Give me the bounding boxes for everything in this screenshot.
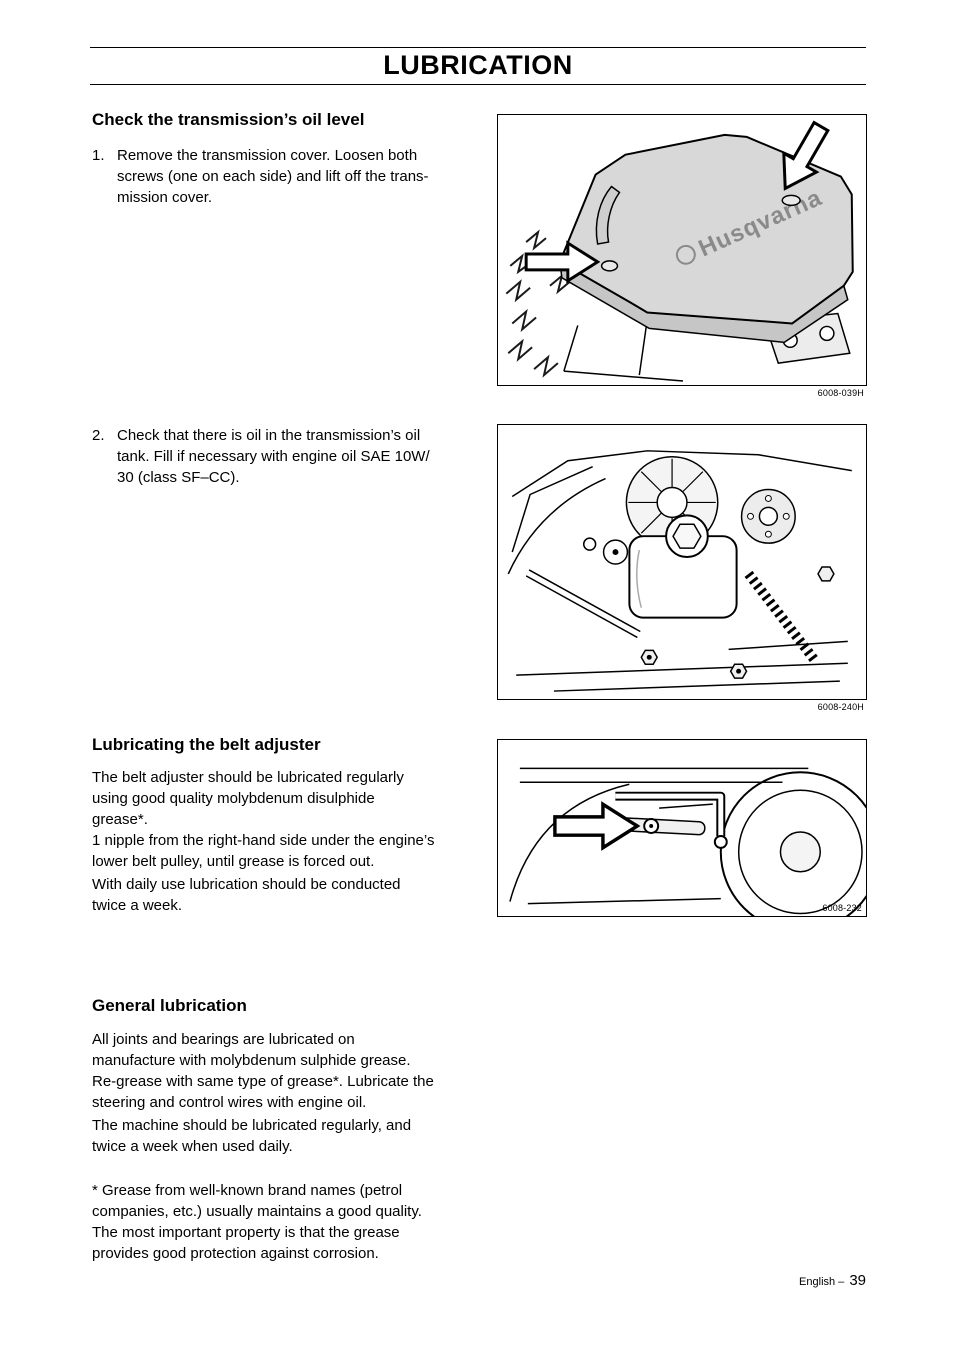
step-number: 1. xyxy=(92,147,105,164)
section-heading-belt-adjuster: Lubricating the belt adjuster xyxy=(92,735,321,754)
bolts xyxy=(640,566,835,679)
arrow-icon xyxy=(553,801,641,851)
step-text: Check that there is oil in the transmiss… xyxy=(117,427,430,486)
paragraph-belt-adjuster-1: The belt adjuster should be lubricated r… xyxy=(92,769,435,870)
hatch-marks xyxy=(505,229,571,378)
filler-cap xyxy=(672,523,702,549)
step-number: 2. xyxy=(92,427,105,444)
page-title: LUBRICATION xyxy=(383,50,573,80)
step-2: 2. Check that there is oil in the transm… xyxy=(92,425,472,488)
section-heading-general-lubrication: General lubrication xyxy=(92,996,247,1015)
screw-left xyxy=(600,260,619,272)
figure-code-label: 6008-240H xyxy=(817,702,864,712)
frame-lines xyxy=(507,450,852,692)
crown-logo-icon xyxy=(675,244,696,265)
step-1: 1. Remove the transmission cover. Loosen… xyxy=(92,145,472,208)
arrow-icon xyxy=(782,120,830,191)
paragraph-general-2: The machine should be lubricated regular… xyxy=(92,1117,412,1155)
page-footer: English – 39 xyxy=(799,1272,866,1289)
paragraph-belt-adjuster-2: With daily use lubrication should be con… xyxy=(92,876,401,914)
section-heading-transmission-oil-level: Check the transmission’s oil level xyxy=(92,110,365,129)
step-text: Remove the transmission cover. Loosen bo… xyxy=(117,147,429,206)
pulley xyxy=(740,488,796,544)
paragraph-general-1: All joints and bearings are lubricated o… xyxy=(92,1031,434,1111)
frame-lines xyxy=(509,767,809,905)
figure-belt-adjuster: 6008-232 xyxy=(497,739,867,917)
transmission-cover-illustration: Husqvarna xyxy=(505,120,854,382)
screw-right xyxy=(781,194,801,207)
paragraph-general-footnote: * Grease from well-known brand names (pe… xyxy=(92,1182,422,1262)
rear-wheel xyxy=(719,771,866,916)
oil-tank-illustration xyxy=(507,450,852,692)
oil-tank xyxy=(628,514,738,619)
transmission-cover xyxy=(558,133,854,325)
header-rule-bottom xyxy=(90,84,866,85)
footer-page-number: 39 xyxy=(849,1272,866,1289)
figure-code-label: 6008-232 xyxy=(822,903,862,913)
figure-code-label: 6008-039H xyxy=(817,388,864,398)
header-rule-top xyxy=(90,47,866,48)
belt-adjuster-illustration xyxy=(509,767,866,916)
figure-oil-tank: 6008-240H xyxy=(497,424,867,712)
arrow-icon xyxy=(524,240,601,284)
figure-transmission-cover: Husqvarna 6008-039H xyxy=(497,114,867,398)
footer-language-label: English – xyxy=(799,1276,845,1288)
lever xyxy=(595,185,621,245)
